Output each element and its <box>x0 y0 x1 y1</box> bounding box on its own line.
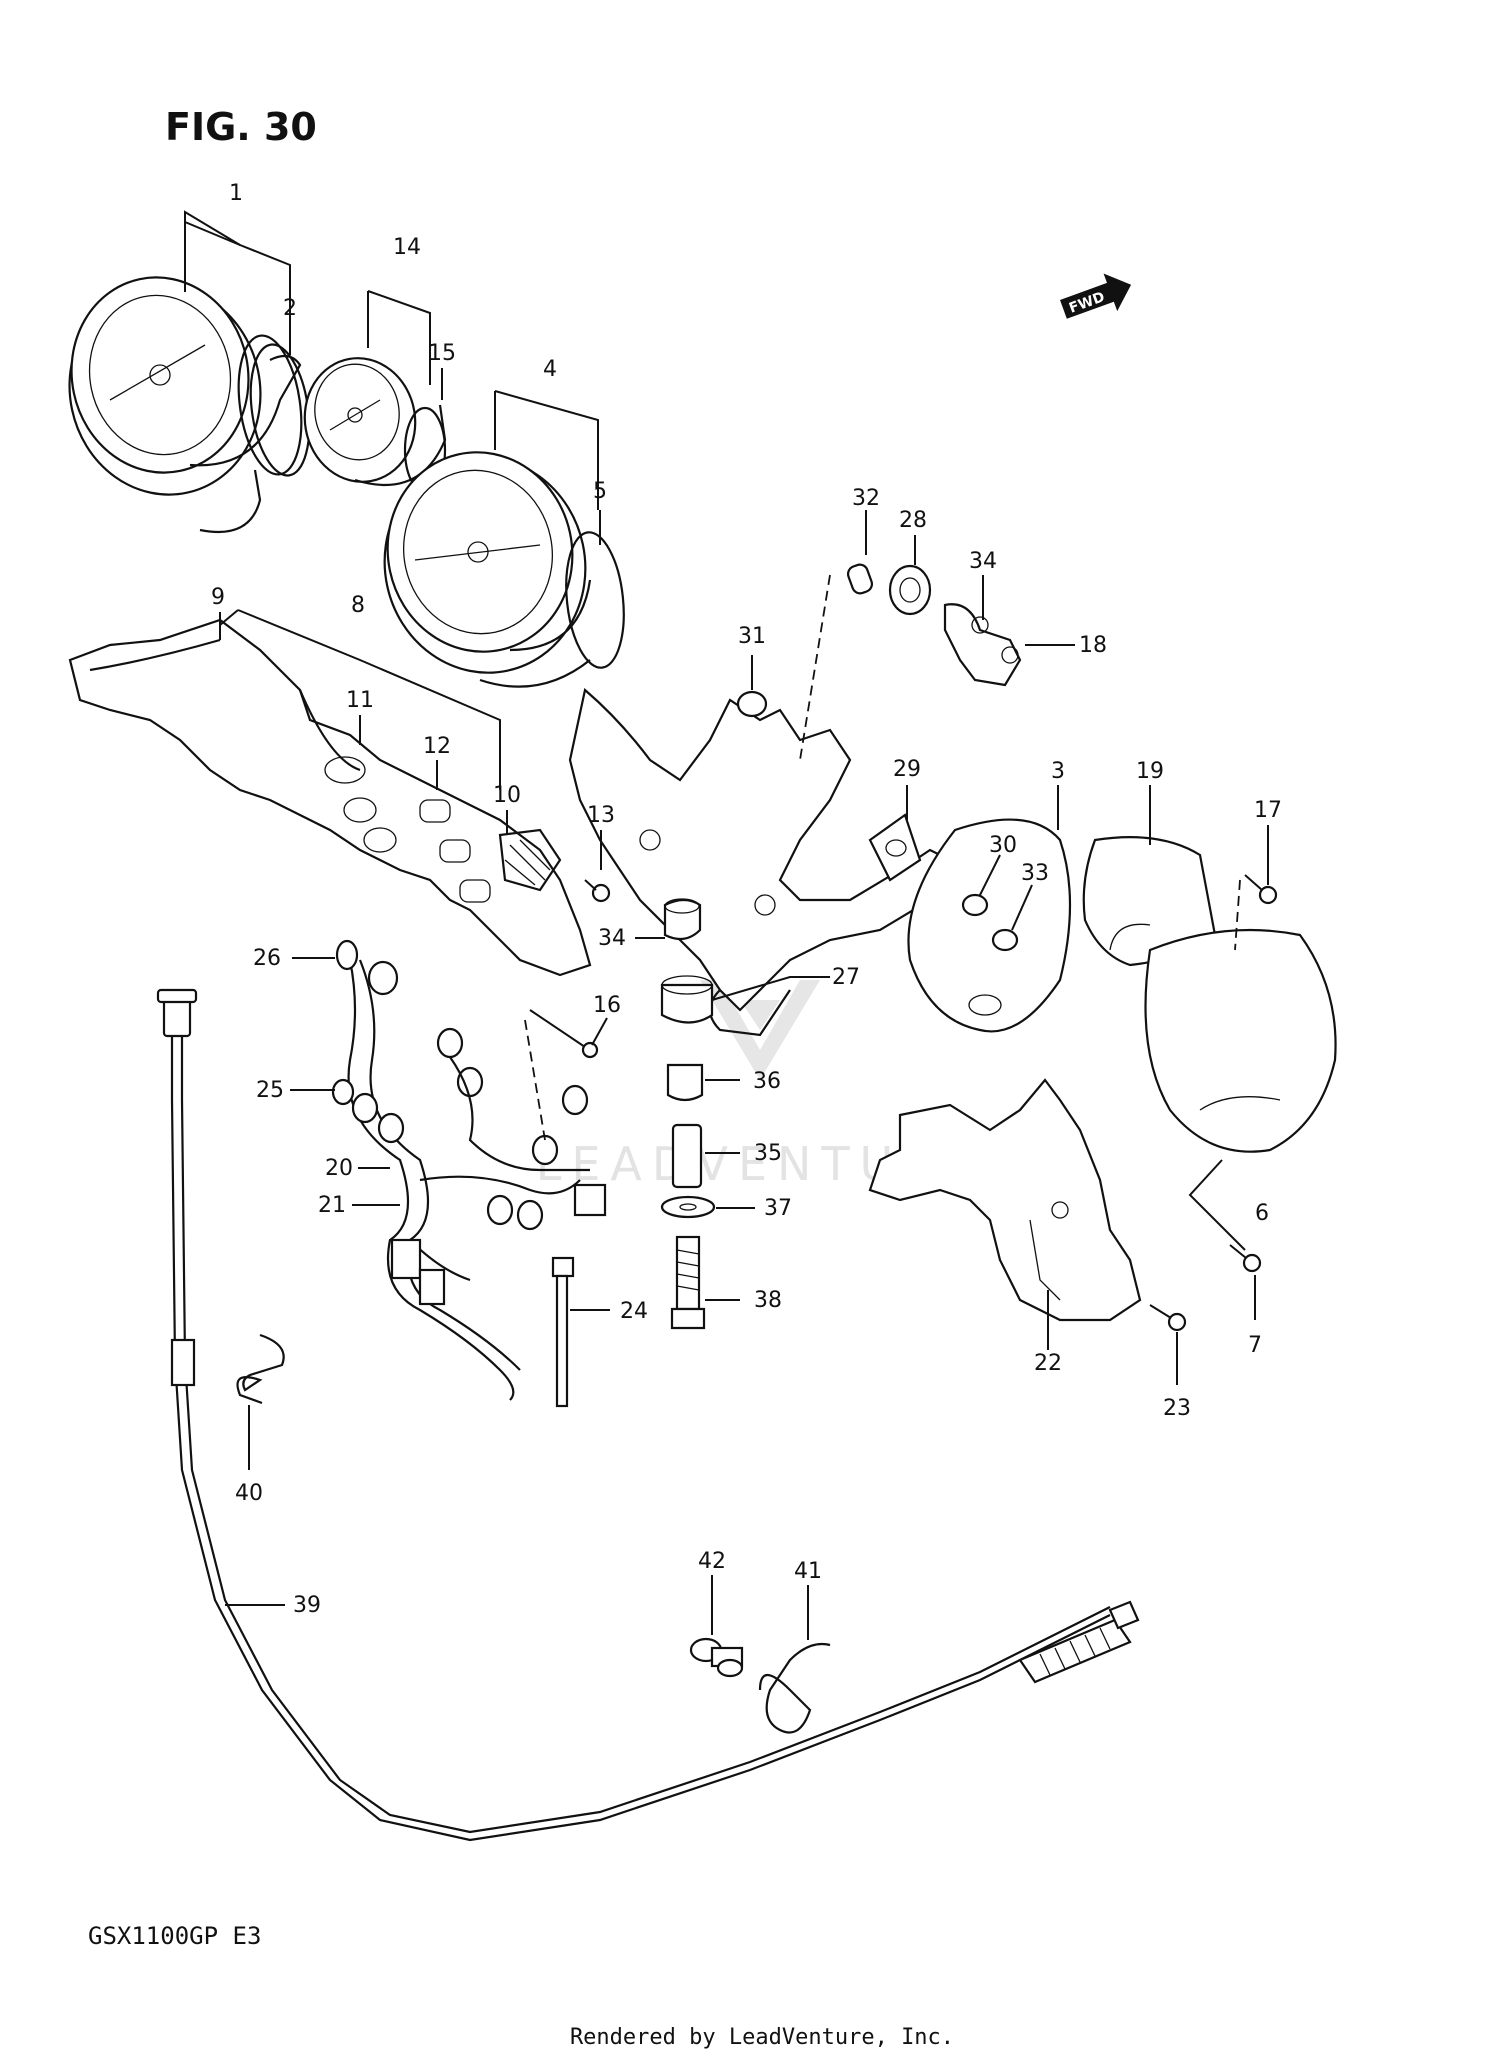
meter-ring <box>1082 836 1217 967</box>
figure-title: FIG. 30 <box>165 105 317 149</box>
callout-9: 9 <box>211 585 225 610</box>
callout-3: 3 <box>1051 759 1065 784</box>
meter-cup <box>1144 928 1337 1153</box>
callout-15: 15 <box>428 341 456 366</box>
callout-11: 11 <box>346 688 374 713</box>
tie-strap <box>551 1256 575 1408</box>
callout-37: 37 <box>764 1196 792 1221</box>
callout-10: 10 <box>493 783 521 808</box>
callout-28: 28 <box>899 508 927 533</box>
callout-6: 6 <box>1255 1201 1269 1226</box>
callout-35: 35 <box>754 1141 782 1166</box>
callout-1: 1 <box>229 181 243 206</box>
callout-16: 16 <box>593 993 621 1018</box>
callout-19: 19 <box>1136 759 1164 784</box>
leader-lines <box>184 210 1269 1640</box>
meter-cover <box>907 818 1072 1033</box>
callout-26: 26 <box>253 946 281 971</box>
tachometer-gauge <box>68 276 302 534</box>
cable-clip <box>236 1333 285 1405</box>
speedometer-cable <box>156 988 1140 1842</box>
callout-14: 14 <box>393 235 421 260</box>
callout-7: 7 <box>1248 1333 1262 1358</box>
callout-40: 40 <box>235 1481 263 1506</box>
speedometer-gauge <box>383 451 625 688</box>
forward-arrow-icon: FWD <box>1060 273 1132 319</box>
callout-5: 5 <box>593 479 607 504</box>
footer-credit: Rendered by LeadVenture, Inc. <box>570 2025 954 2050</box>
callout-23: 23 <box>1163 1396 1191 1421</box>
callout-2: 2 <box>283 296 297 321</box>
clip-bolt <box>689 1637 744 1678</box>
callout-21: 21 <box>318 1193 346 1218</box>
callout-42: 42 <box>698 1549 726 1574</box>
small-parts <box>529 563 1278 1332</box>
callout-34-top: 34 <box>969 549 997 574</box>
callout-30: 30 <box>989 833 1017 858</box>
callout-29: 29 <box>893 757 921 782</box>
callout-20: 20 <box>325 1156 353 1181</box>
callout-12: 12 <box>423 734 451 759</box>
meter-bracket <box>568 687 952 1037</box>
callout-33: 33 <box>1021 861 1049 886</box>
cable-clip-2 <box>758 1642 831 1734</box>
lower-cover <box>868 1078 1142 1322</box>
small-gauge <box>303 357 447 494</box>
callout-32: 32 <box>852 486 880 511</box>
wiring-harness <box>331 939 607 1401</box>
callout-34-center: 34 <box>598 926 626 951</box>
meter-housing <box>68 618 592 977</box>
callout-24: 24 <box>620 1299 648 1324</box>
callout-25: 25 <box>256 1078 284 1103</box>
callout-22: 22 <box>1034 1351 1062 1376</box>
callout-41: 41 <box>794 1559 822 1584</box>
callout-numbers: 1 2 3 4 5 6 7 8 9 10 11 12 13 14 15 16 1… <box>211 181 1282 1618</box>
callout-17: 17 <box>1254 798 1282 823</box>
callout-39: 39 <box>293 1593 321 1618</box>
model-code: GSX1100GP E3 <box>88 1922 261 1950</box>
callout-31: 31 <box>738 624 766 649</box>
callout-38: 38 <box>754 1288 782 1313</box>
callout-27: 27 <box>832 965 860 990</box>
callout-36: 36 <box>753 1069 781 1094</box>
callout-8: 8 <box>351 593 365 618</box>
callout-13: 13 <box>587 803 615 828</box>
callout-18: 18 <box>1079 633 1107 658</box>
callout-4: 4 <box>543 357 557 382</box>
